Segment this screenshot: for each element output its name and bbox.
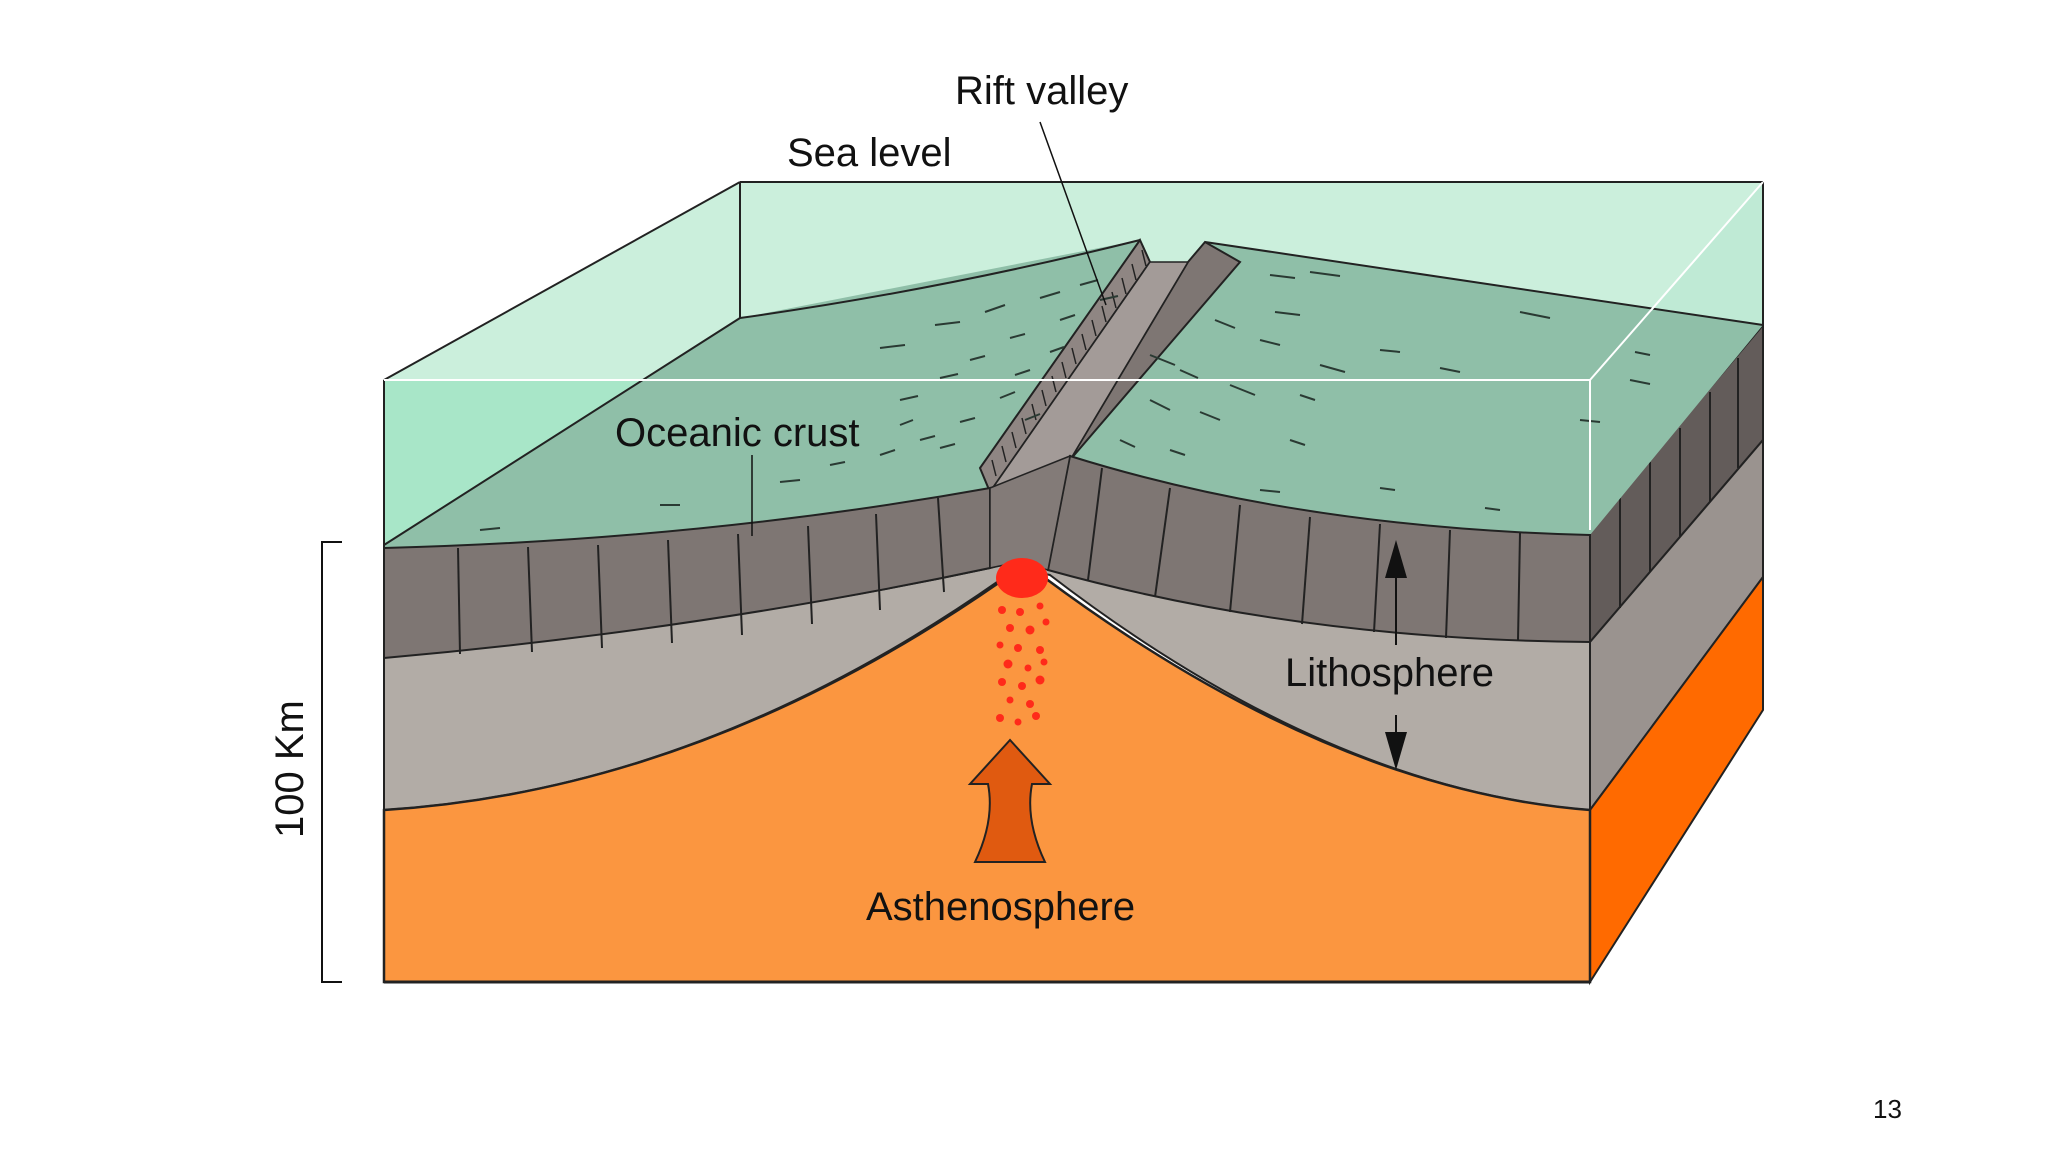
scale-bar-icon <box>321 541 342 983</box>
block-outline <box>383 181 1764 984</box>
label-oceanic-crust: Oceanic crust <box>615 411 860 455</box>
water-highlight-edges <box>384 181 1764 530</box>
crust-joints <box>457 467 1521 655</box>
label-lithosphere: Lithosphere <box>1285 651 1494 695</box>
lithosphere-thickness-arrow-icon <box>1385 540 1407 770</box>
label-rift-valley: Rift valley <box>955 69 1128 113</box>
seafloor-left <box>384 240 1148 553</box>
rift-wall-hatching <box>991 249 1147 477</box>
label-scale-100km: 100 Km <box>268 700 312 838</box>
label-sea-level: Sea level <box>787 131 952 175</box>
seafloor-outline <box>383 239 1764 546</box>
seafloor-texture <box>479 271 1651 531</box>
label-asthenosphere: Asthenosphere <box>866 885 1135 929</box>
leader-lines <box>751 121 1107 536</box>
page-number: 13 <box>1873 1094 1902 1124</box>
magma-chamber <box>996 558 1048 598</box>
oceanic-crust-right-slab <box>1046 454 1591 644</box>
upwelling-arrow-icon <box>967 738 1053 863</box>
side-crust-joints <box>1619 358 1739 608</box>
magma-droplets <box>996 602 1050 726</box>
